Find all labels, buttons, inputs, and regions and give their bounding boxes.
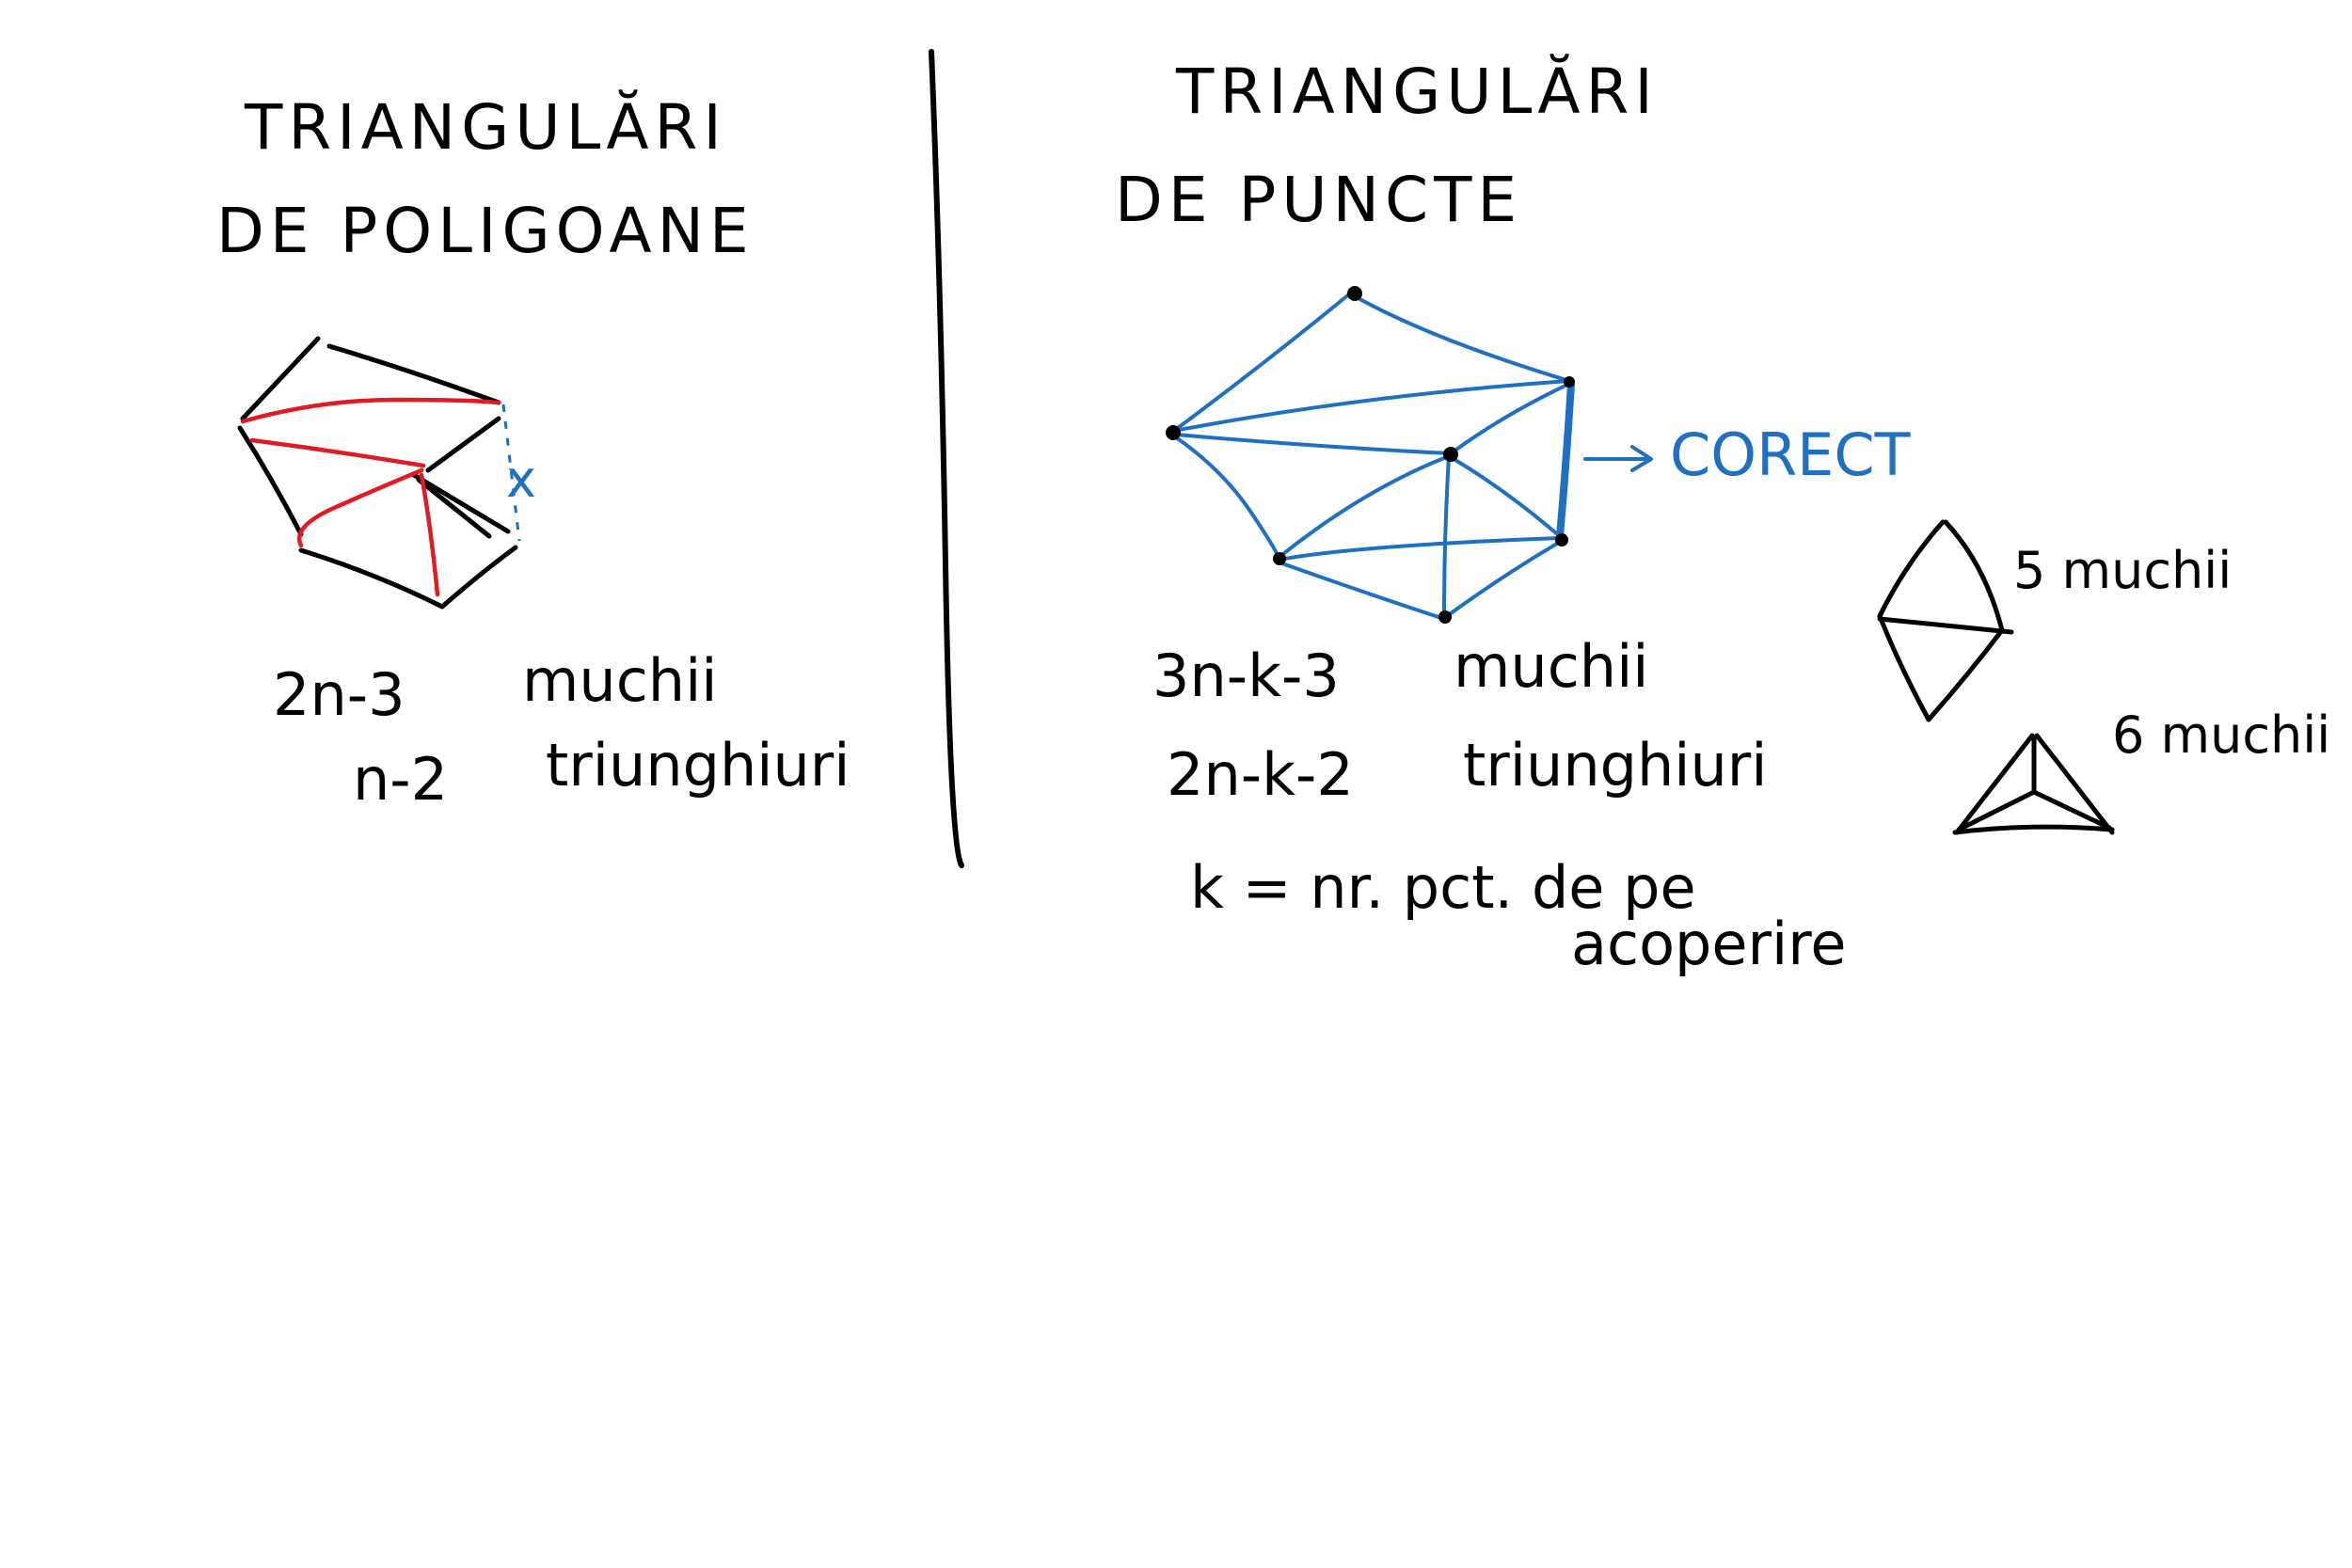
missing-edge-mark: x xyxy=(506,450,536,509)
right-section: TRIANGULĂRI DE PUNCTE xyxy=(1115,55,2330,978)
point-vertex xyxy=(1166,425,1181,440)
right-triangles-word: triunghiuri xyxy=(1463,731,1768,800)
triangulation-edge xyxy=(1278,561,1446,621)
example-diagonal xyxy=(1877,616,2014,635)
k-definition-line2: acoperire xyxy=(1571,910,1847,978)
example-edge xyxy=(1956,789,2037,832)
right-formula-edges: 3n-k-3 xyxy=(1152,641,1340,710)
triangulation-edge xyxy=(1452,382,1571,453)
polygon-diagonal xyxy=(297,467,424,548)
polygon-edge xyxy=(240,336,321,421)
triangulation-edge xyxy=(1353,294,1571,383)
missing-edge xyxy=(501,404,521,542)
example-edge xyxy=(2031,789,2112,831)
example-quadrilateral: 5 muchii xyxy=(1877,519,2232,722)
triangulation-edge xyxy=(1169,292,1352,435)
corect-label: CORECT xyxy=(1670,420,1912,489)
polygon-diagonal xyxy=(249,437,426,468)
point-vertex xyxy=(1564,376,1575,388)
example1-label: 5 muchii xyxy=(2013,541,2232,600)
right-formula-triangles: 2n-k-2 xyxy=(1167,740,1354,809)
triangulation-edge xyxy=(1442,454,1451,618)
example-edge xyxy=(2034,733,2115,835)
left-triangles-word: triunghiuri xyxy=(546,731,850,800)
polygon-edge xyxy=(439,545,518,610)
polygon-edge xyxy=(237,425,304,537)
triangulation-edge xyxy=(1174,436,1280,559)
triangulation-edge xyxy=(1445,539,1564,618)
left-edges-word: muchii xyxy=(522,646,718,715)
right-title-line1: TRIANGULĂRI xyxy=(1175,55,1659,128)
left-title-line1: TRIANGULĂRI xyxy=(244,90,727,164)
triangulation-edge xyxy=(1278,536,1564,562)
point-vertex xyxy=(1347,286,1362,301)
polygon-edge xyxy=(298,547,445,610)
k-definition-line1: k = nr. pct. de pe xyxy=(1190,853,1696,922)
point-vertex xyxy=(1443,447,1458,462)
example-edge xyxy=(1943,519,2005,633)
example-edge xyxy=(1954,733,2035,835)
polygon-edge xyxy=(416,477,492,539)
triangulation-edge xyxy=(1174,433,1451,455)
example-edge xyxy=(1877,519,1946,619)
polygon-edge xyxy=(411,472,511,534)
example-edge xyxy=(1952,824,2115,835)
example-triangle-interior-point: 6 muchii xyxy=(1952,705,2330,835)
polygon-drawing: x xyxy=(237,336,536,610)
example-edge xyxy=(1926,627,2005,722)
triangulation-edge xyxy=(1447,454,1564,540)
left-section: TRIANGULĂRI DE POLIGOANE x 2n-3 muchii n… xyxy=(216,90,850,814)
right-title-line2: DE PUNCTE xyxy=(1115,164,1522,236)
arrow-icon xyxy=(1583,445,1653,472)
polygon-diagonal xyxy=(240,397,501,424)
point-vertex xyxy=(1273,552,1286,565)
point-triangulation-drawing: CORECT xyxy=(1166,286,1912,624)
left-formula-triangles: n-2 xyxy=(353,745,448,814)
polygon-edge xyxy=(425,416,501,473)
section-divider xyxy=(929,49,964,868)
triangulation-edge xyxy=(1172,379,1571,433)
polygon-diagonal xyxy=(419,472,440,597)
point-vertex xyxy=(1555,533,1568,546)
hull-edge-highlight xyxy=(1556,380,1575,540)
polygon-edge xyxy=(326,343,501,405)
left-title-line2: DE POLIGOANE xyxy=(216,195,755,267)
point-vertex xyxy=(1438,610,1452,624)
right-edges-word: muchii xyxy=(1454,632,1649,701)
triangulation-edge xyxy=(1278,454,1451,559)
example2-label: 6 muchii xyxy=(2112,705,2330,765)
example-edge xyxy=(1877,613,1931,722)
left-formula-edges: 2n-3 xyxy=(273,660,405,729)
